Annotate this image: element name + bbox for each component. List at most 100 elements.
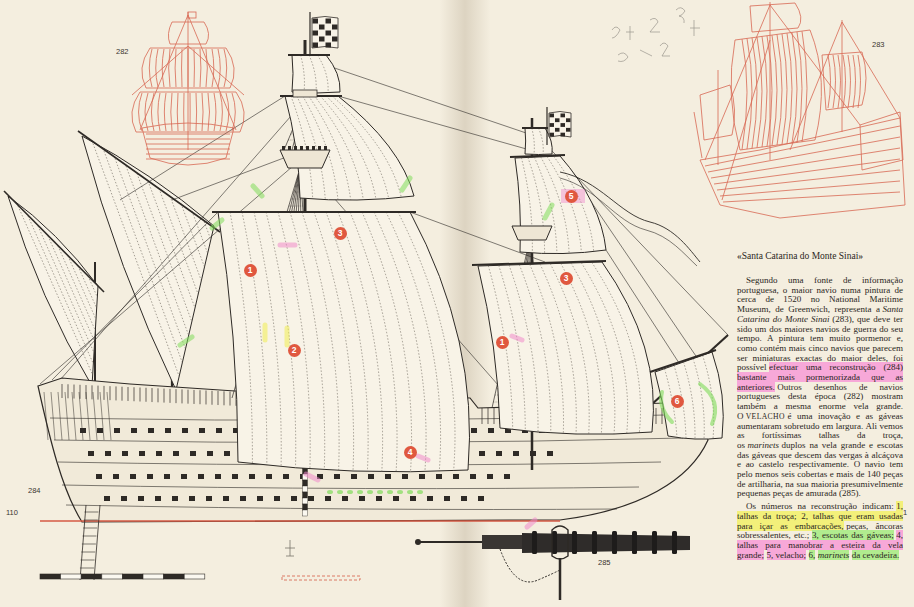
balustrade	[62, 384, 63, 398]
balustrade	[218, 391, 219, 405]
sketch-hatch	[858, 55, 861, 108]
balustrade	[170, 389, 171, 403]
ladder-rung	[80, 568, 94, 569]
gun-port	[444, 496, 450, 501]
ladder-rung	[83, 528, 97, 529]
balustrade	[152, 388, 153, 402]
sail	[218, 212, 470, 472]
stern-gallery	[51, 392, 55, 440]
gun-port	[513, 451, 519, 456]
gun-port	[376, 496, 382, 501]
flag	[312, 17, 338, 49]
gun-port	[488, 428, 494, 433]
pencil-scribble	[612, 8, 700, 62]
mast-woolding	[303, 480, 308, 486]
balustrade	[146, 388, 147, 402]
gun-port	[308, 496, 314, 501]
highlight-dot	[367, 490, 373, 494]
gun-port	[198, 474, 204, 479]
gun-port	[419, 474, 425, 479]
sail-seam	[309, 96, 351, 200]
flag-check	[326, 43, 332, 48]
highlighter-marks	[180, 178, 715, 527]
stern-gallery	[44, 392, 48, 440]
sketch-hatch	[833, 55, 836, 108]
gun-port	[155, 496, 161, 501]
top-crenel	[324, 146, 327, 150]
sail-seam	[58, 246, 95, 330]
highlight-stroke	[545, 205, 552, 218]
sail-seam	[509, 265, 538, 432]
figure-number: 283	[872, 40, 885, 49]
sketch-hatch	[848, 55, 851, 108]
ladder-rung	[82, 544, 96, 545]
sail-seam	[488, 266, 512, 430]
balustrade	[110, 386, 111, 400]
sail-seam	[561, 263, 602, 434]
sketch-mast	[718, 70, 719, 165]
callout-number: 3	[560, 272, 573, 285]
sketch-hull	[700, 118, 905, 218]
stern-gallery	[93, 392, 97, 440]
top-crenel	[288, 146, 291, 150]
body-text: marinets	[748, 440, 780, 450]
scale-bar	[40, 574, 61, 579]
gun-knob	[415, 539, 421, 545]
text-column: «Santa Catarina do Monte Sinai»Segundo u…	[737, 251, 903, 560]
highlight-stroke	[285, 328, 290, 345]
balustrade	[128, 387, 129, 401]
sketch-sail	[731, 30, 821, 150]
pencil-mark	[626, 26, 634, 40]
red-sketch-282	[132, 12, 244, 165]
sail-seam	[93, 144, 179, 377]
gun-port	[393, 496, 399, 501]
highlight-dot	[417, 490, 423, 494]
highlight-stroke	[700, 384, 715, 424]
waterline	[40, 520, 560, 522]
sketch-rigging	[140, 15, 188, 130]
gun-port	[138, 496, 144, 501]
highlight-stroke	[263, 325, 268, 340]
flag-check	[561, 133, 566, 137]
gun-port	[122, 451, 128, 456]
sketch-hatch	[843, 55, 846, 108]
sail-seam	[309, 55, 316, 93]
gun-port	[164, 474, 170, 479]
sketch-hatch	[752, 38, 757, 149]
ladder-rung	[81, 560, 95, 561]
sketch-rigging	[842, 22, 900, 118]
gun-port	[199, 428, 205, 433]
sketch-hatch	[139, 93, 142, 131]
scale-bar	[164, 574, 185, 579]
highlight-stroke	[280, 243, 295, 248]
callout-label: 3	[564, 274, 569, 283]
swivel-gun	[415, 526, 690, 600]
figure-number: 285	[598, 558, 611, 567]
balustrade	[188, 390, 189, 404]
sketch-hatch	[175, 49, 177, 87]
gun-port	[470, 474, 476, 479]
balustrade	[80, 385, 81, 399]
sketch-rigging	[705, 5, 770, 160]
body-text: 6,	[809, 550, 816, 560]
top-crenel	[306, 146, 309, 150]
mast-woolding	[303, 510, 308, 516]
sketch-hatch	[792, 33, 797, 144]
sail-seam	[326, 212, 368, 471]
balustrade	[200, 390, 201, 404]
red-sketch-283	[694, 2, 905, 218]
top-crenel	[318, 146, 321, 150]
flag-check	[326, 19, 332, 24]
balustrade	[230, 392, 231, 406]
highlight-stroke	[512, 336, 522, 340]
sail-seam	[254, 212, 281, 467]
sketch-sail	[750, 3, 801, 32]
gun-port	[274, 496, 280, 501]
sail-seam	[242, 212, 267, 465]
balustrade	[74, 385, 75, 399]
ratline	[291, 199, 302, 200]
gun-port	[325, 496, 331, 501]
callout-label: 1	[248, 266, 253, 275]
sketch-hatch	[177, 93, 179, 131]
sail-seam	[278, 212, 310, 469]
